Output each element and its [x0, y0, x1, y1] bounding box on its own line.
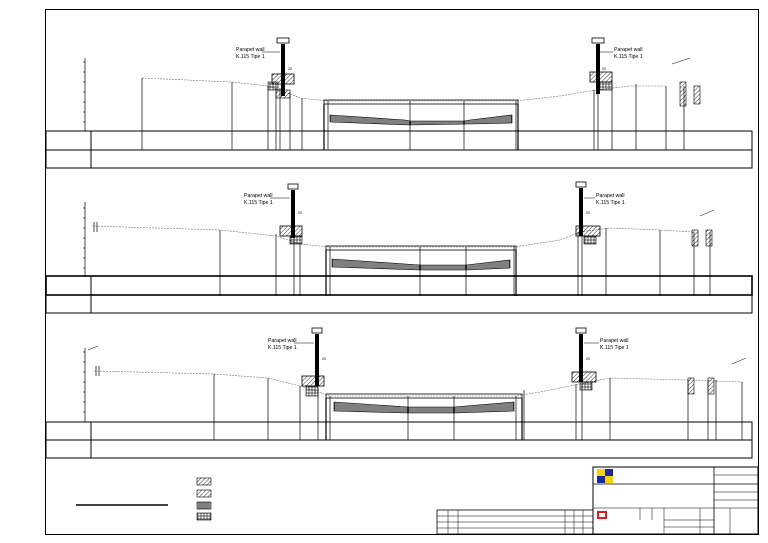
dim-mark: 20 — [322, 357, 326, 361]
cross-section-1: Parapet wall K.115 Tipe 1 Parapet wall K… — [45, 37, 753, 169]
right-parapet-type-2: K.115 Tipe 1 — [596, 200, 625, 206]
right-parapet-label-2: Parapet wall — [596, 193, 625, 199]
left-parapet-type-1: K.115 Tipe 1 — [236, 54, 265, 60]
legend — [76, 477, 212, 521]
title-block — [436, 466, 759, 535]
sheet-border — [45, 9, 759, 535]
client-logo — [597, 511, 607, 519]
dim-mark: 20 — [288, 67, 292, 71]
right-parapet-type-1: K.115 Tipe 1 — [614, 54, 643, 60]
legend-swatch-vertical — [196, 501, 212, 510]
legend-swatch-diagonal — [196, 477, 212, 486]
right-parapet-type-3: K.115 Tipe 1 — [600, 345, 629, 351]
cross-section-2: Parapet wall K.115 Tipe 1 Parapet wall K… — [45, 181, 753, 314]
left-parapet-type-3: K.115 Tipe 1 — [268, 345, 297, 351]
dim-mark: 20 — [602, 67, 606, 71]
left-parapet-label-3: Parapet wall — [268, 338, 297, 344]
left-parapet-label-1: Parapet wall — [236, 47, 265, 53]
legend-swatch-diagonal-2 — [196, 489, 212, 498]
company-logo — [597, 469, 613, 483]
left-parapet-type-2: K.115 Tipe 1 — [244, 200, 273, 206]
right-parapet-label-3: Parapet wall — [600, 338, 629, 344]
right-parapet-label-1: Parapet wall — [614, 47, 643, 53]
left-parapet-label-2: Parapet wall — [244, 193, 273, 199]
dim-mark: 20 — [586, 211, 590, 215]
dim-mark: 20 — [586, 357, 590, 361]
dim-mark: 20 — [298, 211, 302, 215]
cross-section-3: Parapet wall K.115 Tipe 1 Parapet wall K… — [45, 327, 753, 459]
legend-swatch-grid — [196, 512, 212, 521]
